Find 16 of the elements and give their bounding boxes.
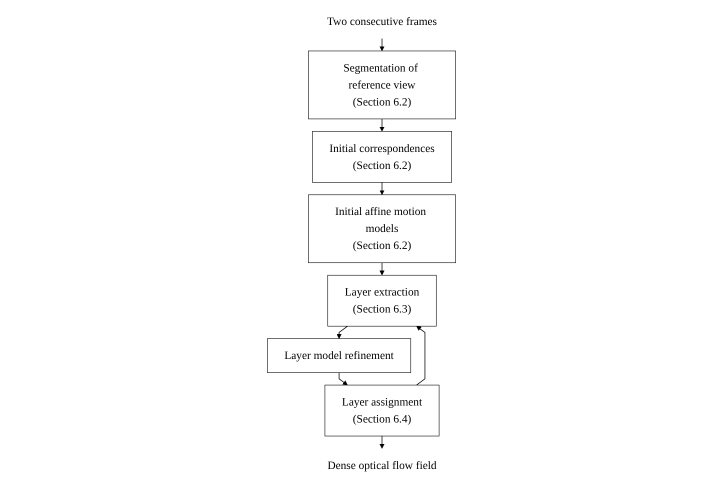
arrow [380, 436, 384, 449]
node-box: Segmentation of reference view (Section 6.2) [308, 50, 456, 120]
node-text: Two consecutive frames [327, 15, 437, 28]
arrow [416, 326, 426, 386]
arrow [336, 326, 348, 339]
arrow [380, 262, 384, 276]
arrow [380, 118, 384, 132]
arrow [380, 38, 384, 52]
node-box: Layer extraction (Section 6.3) [327, 274, 437, 326]
node-text: Dense optical flow field [327, 459, 437, 472]
node-box: Layer model refinement [267, 338, 412, 373]
node-box: Initial correspondences (Section 6.2) [312, 131, 452, 183]
arrow [380, 182, 384, 196]
node-box: Layer assignment (Section 6.4) [324, 384, 440, 436]
arrow [338, 372, 348, 386]
node-box: Initial affine motion models (Section 6.2) [308, 194, 456, 264]
